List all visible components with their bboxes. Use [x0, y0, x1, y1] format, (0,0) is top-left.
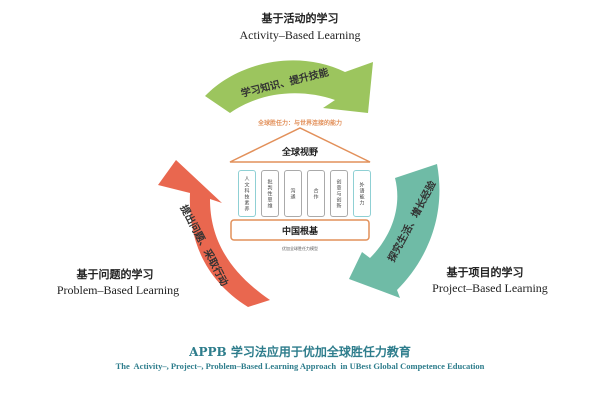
model-heading: 全球胜任力：与世界连接的能力	[257, 120, 343, 127]
main-title: APPB 学习法应用于优加全球胜任力教育	[189, 345, 411, 359]
base-label: 中国根基	[281, 227, 319, 237]
pillar: 创意与创新	[330, 170, 348, 217]
base	[230, 219, 370, 241]
roof-label: 全球视野	[281, 148, 319, 158]
problem-en-label: Problem–Based Learning	[56, 283, 180, 297]
project-en-label: Project–Based Learning	[432, 281, 548, 295]
pillar: 沟通	[284, 170, 302, 217]
green-arrow	[205, 60, 373, 113]
teal-arrow	[349, 164, 440, 298]
problem-cn-label: 基于问题的学习	[76, 268, 154, 281]
pillar: 批判性思维	[261, 170, 279, 217]
red-arrow	[158, 160, 270, 307]
pillar: 人文科技素养	[238, 170, 256, 217]
roof	[229, 127, 371, 163]
pillar: 合作	[307, 170, 325, 217]
project-cn-label: 基于项目的学习	[446, 266, 524, 279]
model-caption: 优加全球胜任力模型	[282, 246, 318, 251]
activity-cn-label: 基于活动的学习	[261, 12, 339, 25]
pillar: 外语能力	[353, 170, 371, 217]
main-subtitle: The Activity–, Project–, Problem–Based L…	[115, 361, 485, 371]
activity-en-label: Activity–Based Learning	[239, 28, 361, 42]
